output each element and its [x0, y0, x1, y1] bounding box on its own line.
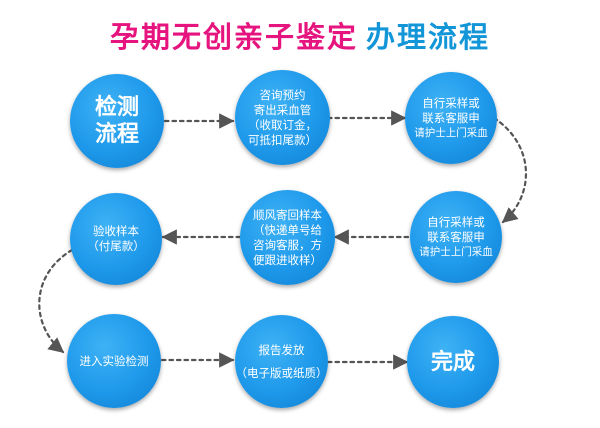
step-line: 自行采样或: [422, 95, 480, 110]
arrow-6-7: [38, 248, 74, 354]
title-main: 孕期无创亲子鉴定: [109, 20, 358, 54]
step-line: 进入实验检测: [79, 353, 149, 368]
step-line: 验收样本: [93, 224, 139, 238]
step-line: （付尾款）: [87, 239, 145, 253]
step-detection-flow: 检测 流程: [70, 74, 164, 168]
page-title: 孕期无创亲子鉴定办理流程: [0, 14, 600, 56]
step-line: 顺风寄回样本: [253, 207, 322, 222]
step-line: 咨询客服，方: [253, 237, 322, 252]
step-complete: 完成: [407, 316, 499, 408]
step-sampling-1: 自行采样或 联系客服申 请护士上门采血: [405, 72, 497, 164]
step-line: 请护士上门采血: [419, 245, 493, 258]
step-line: 联系客服申: [422, 110, 480, 125]
step-line: 自行采样或: [427, 214, 485, 229]
step-line: 请护士上门采血: [414, 126, 488, 139]
step-line: 完成: [430, 349, 475, 375]
step-line: 检测: [94, 95, 139, 120]
step-return-sample: 顺风寄回样本 （快递单号给 咨询客服，方 便跟进收样）: [240, 190, 335, 285]
step-line: 流程: [94, 122, 139, 147]
step-consult-booking: 咨询预约 寄出采血管 （收取订金， 可抵扣尾款）: [235, 70, 330, 165]
step-lab-testing: 进入实验检测: [67, 314, 161, 408]
title-sub: 办理流程: [366, 20, 491, 54]
step-line: 便跟进收样）: [253, 252, 322, 267]
step-line: 咨询预约: [259, 87, 306, 102]
step-line: （快递单号给: [253, 222, 322, 237]
step-line: 可抵扣尾款）: [248, 132, 317, 147]
step-receive-sample: 验收样本 （付尾款）: [70, 193, 162, 285]
step-line: （收取订金，: [248, 117, 317, 132]
arrow-3-4: [492, 116, 527, 224]
step-line: 联系客服申: [427, 229, 485, 244]
step-report-release: 报告发放 （电子版或纸质）: [235, 315, 328, 408]
step-line: （电子版或纸质）: [235, 365, 328, 380]
step-line: 寄出采血管: [253, 102, 312, 117]
step-line: 报告发放: [258, 342, 305, 357]
step-sampling-2: 自行采样或 联系客服申 请护士上门采血: [410, 191, 502, 283]
